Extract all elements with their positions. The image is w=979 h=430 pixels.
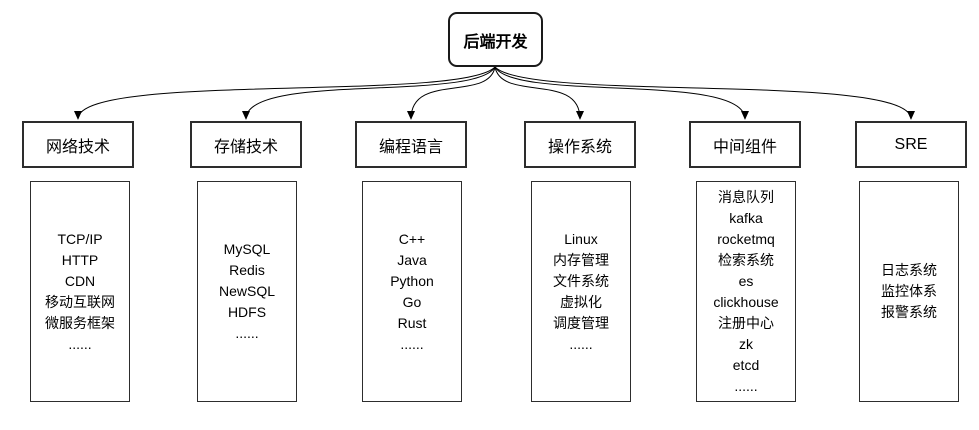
topic-item: ...... [734, 377, 758, 394]
category-box-middleware: 中间组件 [689, 121, 801, 168]
category-box-language: 编程语言 [355, 121, 467, 168]
topic-item: HDFS [227, 304, 267, 320]
topic-item: 检索系统 [718, 251, 774, 268]
topic-list-box-middleware: 消息队列 kafka rocketmq 检索系统 es clickhouse 注册中心 zk e… [696, 181, 796, 402]
topic-item: Python [390, 272, 434, 289]
category-label-network: 网络技术 [45, 138, 110, 156]
topic-item: 调度管理 [553, 314, 609, 331]
topic-item: kafka [729, 209, 763, 226]
topic-item: 监控体系 [881, 283, 937, 299]
category-label-storage: 存储技术 [213, 138, 278, 156]
topic-item: CDN [64, 272, 96, 289]
topic-item: 内存管理 [553, 251, 609, 268]
topic-item: 虚拟化 [560, 293, 602, 310]
topic-item: 报警系统 [881, 304, 937, 320]
category-box-sre: SRE [855, 121, 967, 168]
topic-item: 注册中心 [718, 314, 774, 331]
topic-item: Rust [397, 314, 427, 331]
category-box-storage: 存储技术 [190, 121, 302, 168]
category-box-network: 网络技术 [22, 121, 134, 168]
topic-item: 文件系统 [553, 272, 609, 289]
topic-item: Redis [229, 262, 265, 278]
topic-item: rocketmq [717, 230, 775, 247]
topic-item: Java [397, 251, 427, 268]
topic-item: clickhouse [713, 293, 779, 310]
connector-arrow-network [74, 66, 496, 120]
category-box-os: 操作系统 [524, 121, 636, 168]
category-label-middleware: 中间组件 [712, 138, 777, 156]
topic-list-box-sre: 日志系统监控体系报警系统 [859, 181, 959, 402]
root-node: 后端开发 [448, 12, 543, 67]
root-node-label: 后端开发 [463, 33, 528, 51]
category-label-language: 编程语言 [378, 138, 443, 156]
topic-item: 微服务框架 [45, 314, 115, 331]
topic-item: Linux [564, 230, 598, 247]
topic-list-box-network: TCP/IP HTTP CDN 移动互联网微服务框架...... [30, 181, 130, 402]
topic-item: ...... [235, 325, 259, 341]
topic-list-box-os: Linux 内存管理文件系统虚拟化调度管理...... [531, 181, 631, 402]
topic-item: TCP/IP [57, 230, 103, 247]
connector-arrow-sre [494, 66, 915, 120]
topic-item: 日志系统 [881, 262, 937, 278]
topic-item: zk [739, 335, 753, 352]
connector-arrow-middleware [494, 66, 750, 120]
topic-item: NewSQL [218, 283, 276, 299]
topic-item: MySQL [223, 241, 271, 257]
connector-arrow-storage [241, 66, 496, 120]
topic-item: HTTP [61, 251, 99, 268]
topic-item: ...... [569, 335, 593, 352]
topic-item: ...... [400, 335, 424, 352]
connector-arrow-language [406, 66, 496, 120]
topic-item: 移动互联网 [45, 293, 115, 310]
topic-item: es [738, 272, 754, 289]
topic-item: 消息队列 [718, 188, 774, 205]
topic-item: Go [402, 293, 422, 310]
category-label-sre: SRE [894, 135, 928, 153]
category-label-os: 操作系统 [547, 138, 612, 156]
connector-arrow-os [494, 66, 585, 120]
topic-item: C++ [398, 230, 426, 247]
topic-item: ...... [68, 335, 92, 352]
topic-item: etcd [732, 356, 760, 373]
